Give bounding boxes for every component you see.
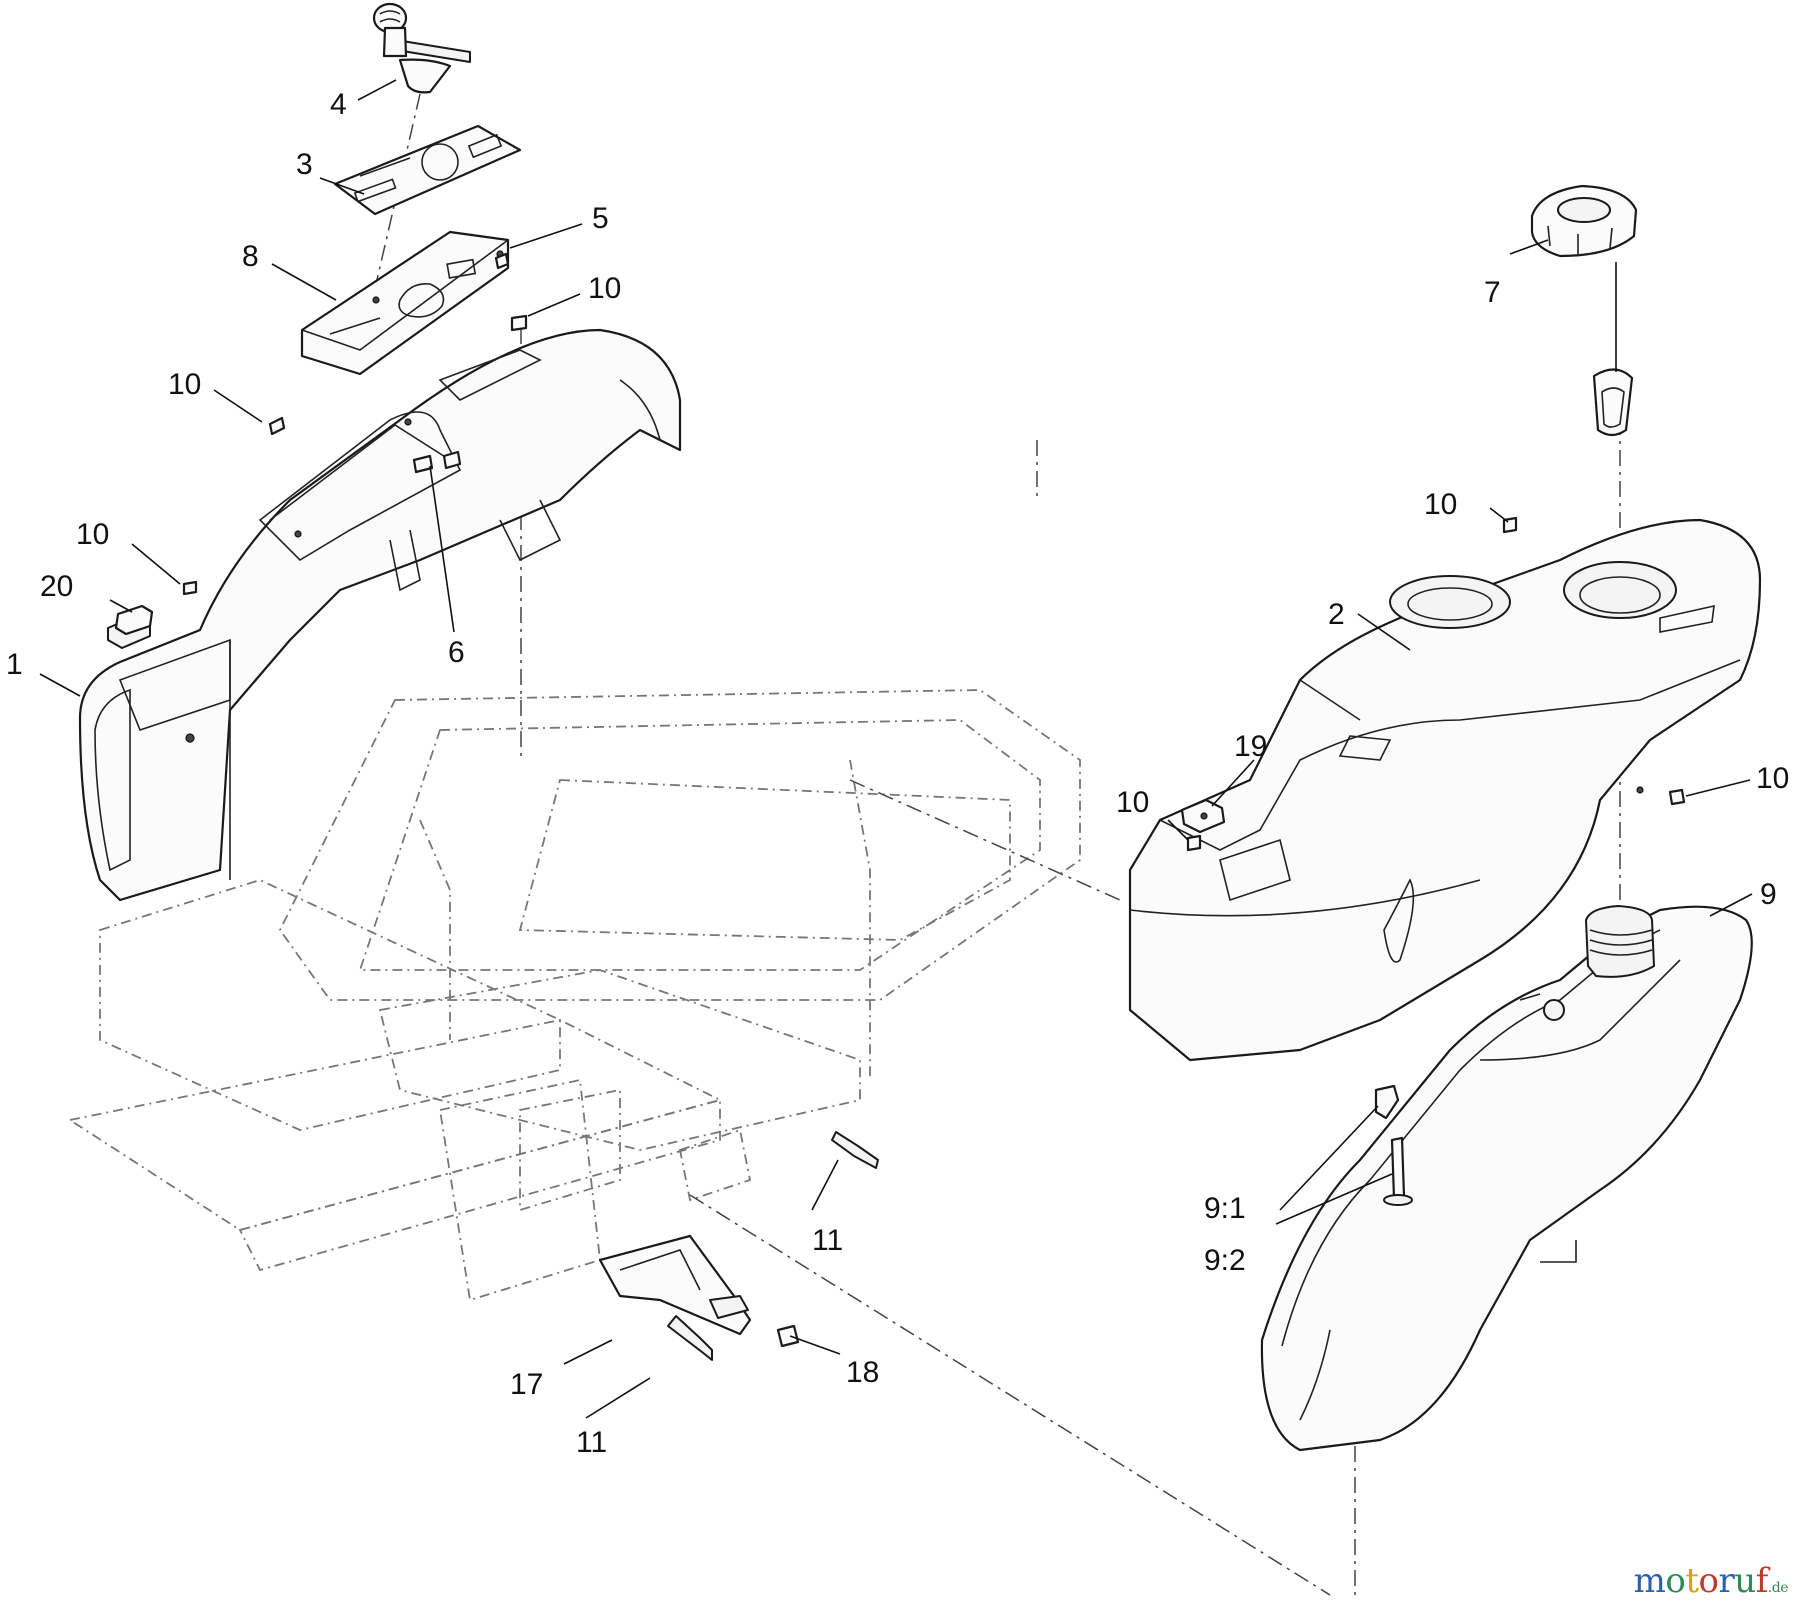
callout-3: 3 <box>296 148 313 181</box>
part-1-left-fender <box>78 328 682 902</box>
part-6-clips <box>412 450 462 474</box>
callout-8: 8 <box>242 240 259 273</box>
callout-labels: 4 3 5 8 10 10 10 20 6 1 7 10 2 19 10 10 … <box>6 88 1789 1459</box>
callout-20: 20 <box>40 570 73 603</box>
callout-10-lower-left: 10 <box>76 518 109 551</box>
callout-6: 6 <box>448 636 465 669</box>
callout-1: 1 <box>6 648 23 681</box>
callout-11-center: 11 <box>812 1224 843 1257</box>
part-7-fuel-cap <box>1530 184 1638 437</box>
callout-9-2: 9:2 <box>1204 1244 1246 1277</box>
callout-10-right: 10 <box>1756 762 1789 795</box>
part-18-bolt <box>776 1324 800 1348</box>
watermark-tld: .de <box>1767 1580 1789 1596</box>
callout-9-1: 9:1 <box>1204 1192 1246 1225</box>
leader-lines <box>39 79 1753 1419</box>
callout-18: 18 <box>846 1356 879 1389</box>
watermark-letter: m <box>1633 1561 1666 1601</box>
watermark-letter: f <box>1755 1561 1769 1601</box>
watermark-letter: u <box>1734 1561 1756 1601</box>
part-8-control-panel <box>300 230 510 376</box>
part-11-rods <box>667 1131 879 1361</box>
watermark-letter: o <box>1665 1561 1686 1601</box>
watermark-letter: o <box>1698 1561 1719 1601</box>
callout-4: 4 <box>330 88 347 121</box>
part-4-throttle-knob <box>372 2 471 94</box>
callout-10-right-top: 10 <box>1424 488 1457 521</box>
part-17-bracket <box>598 1234 752 1336</box>
callout-10-right-mid: 10 <box>1116 786 1149 819</box>
part-10-screws-left <box>182 252 528 596</box>
callout-11-bottom: 11 <box>576 1426 607 1459</box>
mower-frame <box>67 689 1081 1302</box>
watermark-logo: motoruf.de <box>1633 1561 1789 1601</box>
part-3-decal-plate <box>333 124 522 216</box>
watermark-letter: t <box>1685 1561 1699 1601</box>
watermark-letters: motoruf <box>1633 1561 1769 1601</box>
callout-17: 17 <box>510 1368 543 1401</box>
callout-9: 9 <box>1760 878 1777 911</box>
part-9-fittings <box>1374 1084 1413 1206</box>
part-19-bracket <box>1180 798 1226 834</box>
callout-10-left: 10 <box>168 368 201 401</box>
watermark-letter: r <box>1718 1561 1735 1601</box>
callout-7: 7 <box>1484 276 1501 309</box>
callout-10-top: 10 <box>588 272 621 305</box>
callout-5: 5 <box>592 202 609 235</box>
part-2-right-fender <box>1128 518 1762 1062</box>
callout-2: 2 <box>1328 598 1345 631</box>
callout-19: 19 <box>1234 730 1267 763</box>
part-20-bracket <box>114 604 154 636</box>
part-9-fuel-tank <box>1260 905 1753 1452</box>
